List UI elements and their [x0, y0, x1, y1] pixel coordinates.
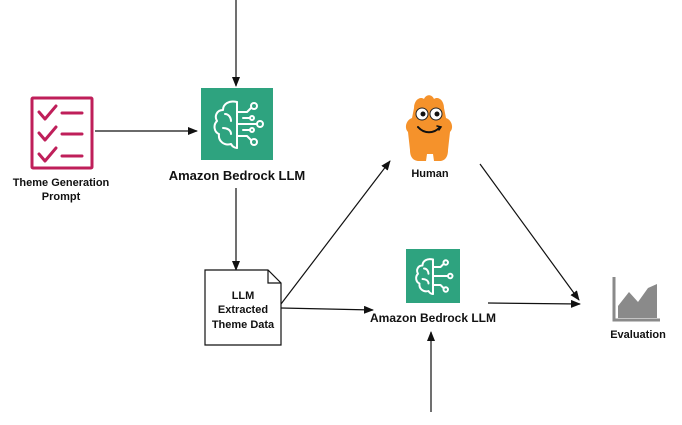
theme-prompt-label-line1: Theme Generation: [12, 177, 110, 189]
orange-peccy-mascot-icon: [405, 95, 453, 161]
bedrock-top-label: Amazon Bedrock LLM: [168, 168, 306, 183]
arrow-bedrock-bottom-to-evaluation: [487, 299, 581, 308]
doc-label-line2: Extracted: [217, 304, 269, 317]
bedrock-bottom-label: Amazon Bedrock LLM: [369, 311, 496, 325]
arrow-doc-to-bedrock-bottom: [280, 305, 374, 314]
connectors: [95, 0, 581, 412]
theme-prompt-label: Theme Generation Prompt: [2, 177, 120, 205]
brain-circuit-icon: [406, 249, 460, 303]
arrow-doc-to-human: [280, 160, 391, 305]
theme-prompt-label-line2: Prompt: [41, 190, 81, 203]
checklist-icon: [30, 96, 94, 170]
arrow-human-to-evaluation: [479, 163, 580, 301]
brain-circuit-icon: [201, 88, 273, 160]
area-chart-icon: [612, 277, 660, 322]
document-icon: [204, 269, 282, 346]
evaluation-label: Evaluation: [610, 329, 666, 341]
doc-label-line3: Theme Data: [211, 318, 275, 331]
doc-label-line1: LLM: [231, 290, 255, 302]
human-label: Human: [411, 168, 449, 180]
doc-label: LLM Extracted Theme Data: [205, 289, 281, 332]
